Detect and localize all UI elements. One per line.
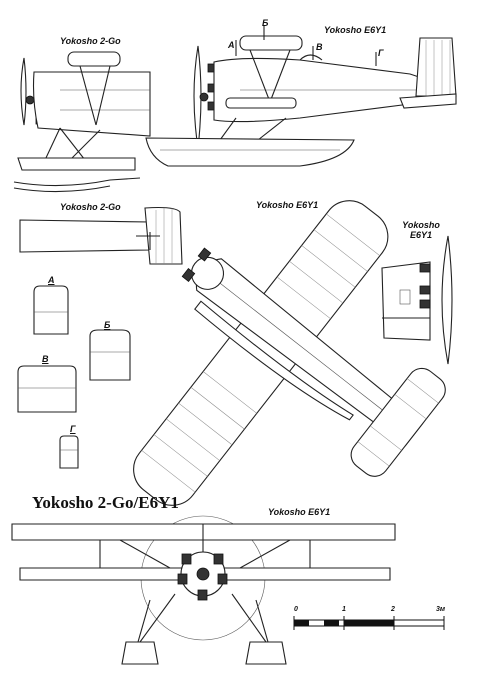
tail-2go-label: Yokosho 2-Go <box>60 202 121 212</box>
section-b-shape <box>89 329 131 381</box>
front-view-small-e6y1 <box>381 235 453 365</box>
scale-tick-2: 2 <box>391 606 395 613</box>
section-label-b: Б <box>104 320 111 330</box>
sheet-title: Yokosho 2-Go/E6Y1 <box>32 493 179 512</box>
scale-tick-0: 0 <box>294 606 298 613</box>
scale-bar <box>293 616 445 630</box>
side-2go-label: Yokosho 2-Go <box>60 36 121 46</box>
front-e6y1-label: Yokosho E6Y1 <box>268 507 331 517</box>
section-a-shape <box>33 285 69 335</box>
section-mark-a: А <box>228 40 235 50</box>
front-small-label: Yokosho E6Y1 <box>402 220 440 240</box>
section-v-shape <box>17 365 77 413</box>
front-view-e6y1 <box>11 515 396 665</box>
section-mark-v: В <box>316 42 323 52</box>
scale-tick-1: 1 <box>342 606 346 613</box>
tail-view-2go <box>19 206 183 265</box>
side-e6y1-label: Yokosho E6Y1 <box>324 25 387 35</box>
section-g-shape <box>59 435 79 469</box>
side-view-e6y1 <box>145 26 457 167</box>
scale-tick-3: 3м <box>436 606 446 613</box>
section-label-v: В <box>42 354 49 364</box>
section-label-a: А <box>48 275 55 285</box>
section-mark-b: Б <box>262 18 269 28</box>
section-mark-g: Г <box>378 48 384 58</box>
side-view-2go <box>13 51 151 193</box>
plan-view-e6y1 <box>133 200 446 506</box>
section-profiles <box>17 285 131 469</box>
plan-e6y1-label: Yokosho E6Y1 <box>256 200 319 210</box>
section-label-g: Г <box>70 424 76 434</box>
